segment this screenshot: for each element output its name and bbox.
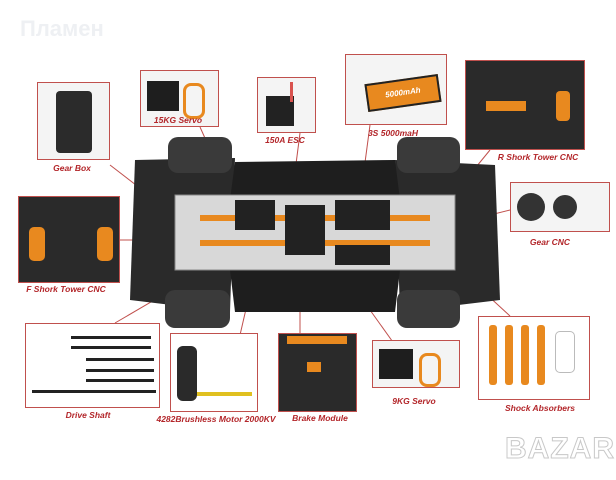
callout-f-shock-tower bbox=[18, 196, 120, 283]
callout-servo-9kg bbox=[372, 340, 460, 388]
label-gear-cnc: Gear CNC bbox=[529, 237, 571, 247]
wheel-front-right bbox=[397, 137, 460, 173]
battery-on-car bbox=[335, 200, 390, 230]
callout-motor bbox=[170, 333, 258, 412]
wheel-front-left bbox=[168, 137, 232, 173]
callout-esc bbox=[257, 77, 316, 133]
callout-gear-box bbox=[37, 82, 110, 160]
label-esc: 150A ESC bbox=[265, 135, 305, 145]
label-drive-shaft: Drive Shaft bbox=[65, 410, 111, 420]
wheel-rear-right bbox=[397, 290, 460, 328]
battery-print: 5000mAh bbox=[364, 73, 442, 113]
label-gear-box: Gear Box bbox=[53, 163, 91, 173]
callout-servo-15kg bbox=[140, 70, 219, 127]
car-body-top bbox=[230, 160, 400, 200]
bazar-logo: BAZAR bbox=[505, 432, 615, 466]
label-f-shock-tower: F Shork Tower CNC bbox=[26, 284, 106, 294]
servo-on-car bbox=[335, 245, 390, 265]
callout-drive-shaft bbox=[25, 323, 160, 408]
callout-shock-absorbers bbox=[478, 316, 590, 400]
label-brake-module: Brake Module bbox=[292, 413, 348, 423]
label-servo-15kg: 15KG Servo bbox=[153, 115, 203, 125]
callout-gear-cnc bbox=[510, 182, 610, 232]
label-shock-absorbers: Shock Absorbers bbox=[504, 403, 576, 413]
callout-brake-module bbox=[278, 333, 357, 412]
label-r-shock-tower: R Shork Tower CNC bbox=[497, 152, 579, 162]
label-servo-9kg: 9KG Servo bbox=[392, 396, 436, 406]
label-battery: 3S 5000maH bbox=[367, 128, 419, 138]
car-body-bottom bbox=[230, 270, 400, 312]
callout-battery: 5000mAh bbox=[345, 54, 447, 125]
esc-on-car bbox=[235, 200, 275, 230]
watermark: Пламен bbox=[20, 16, 104, 41]
label-motor: 4282Brushless Motor 2000KV bbox=[156, 414, 276, 424]
motor-on-car bbox=[285, 205, 325, 255]
callout-r-shock-tower bbox=[465, 60, 585, 150]
wheel-rear-left bbox=[165, 290, 230, 328]
